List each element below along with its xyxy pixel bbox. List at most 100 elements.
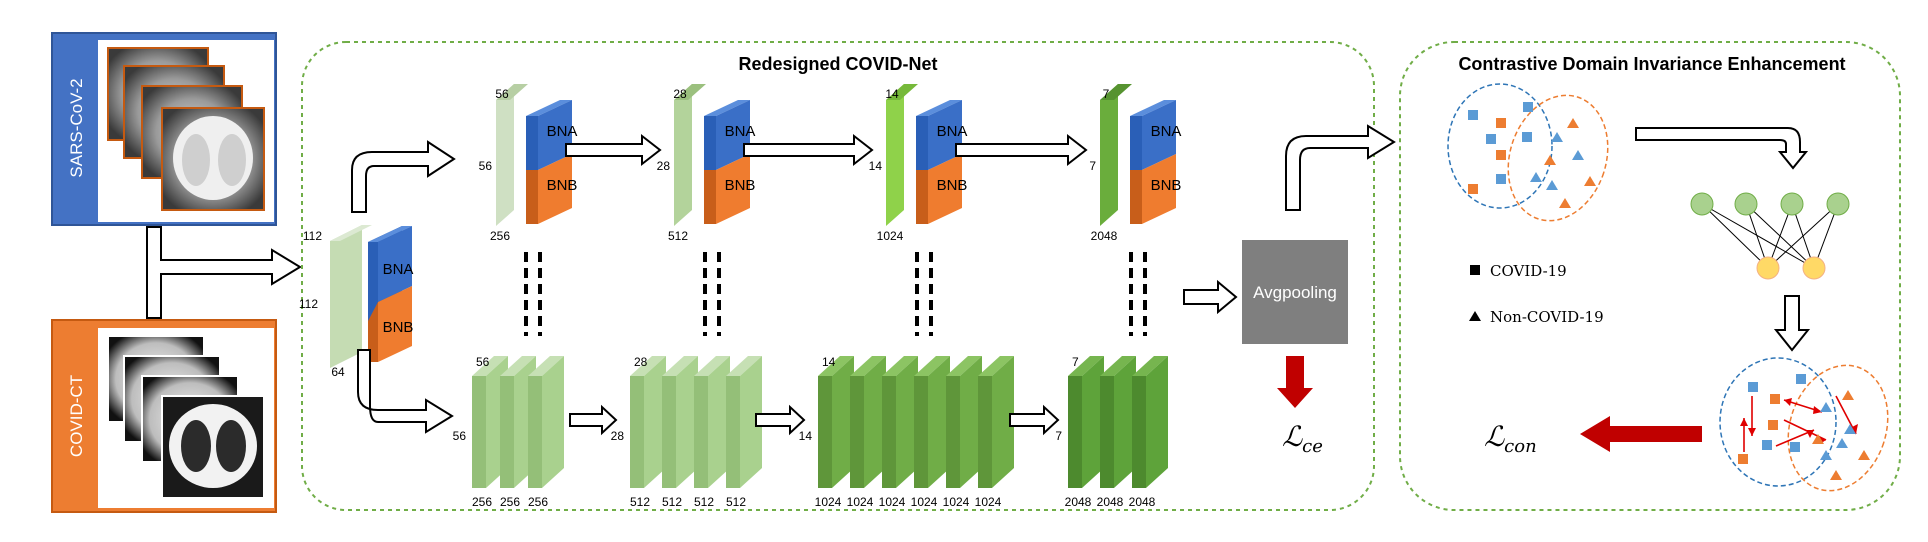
bnb-side — [526, 170, 538, 224]
bna-face — [538, 100, 572, 170]
conv-slab — [674, 84, 692, 226]
sars-cov-2-panel: SARS-CoV-2 — [51, 32, 277, 226]
bnb-side — [916, 170, 928, 224]
bna-label: BNA — [725, 123, 756, 140]
conv-block-face — [708, 356, 730, 488]
legend-covid: COVID-19 — [1490, 262, 1567, 280]
avgpool-block — [1242, 240, 1348, 344]
conv-block — [1068, 356, 1104, 488]
stage-c-label: 512 — [668, 229, 688, 243]
conv-block-side — [1068, 376, 1082, 488]
sars-cov-2-label: SARS-CoV-2 — [67, 78, 86, 177]
cdie-legend: COVID-19 Non-COVID-19 — [1469, 262, 1604, 326]
conv-block-side — [662, 376, 676, 488]
branch-separators — [524, 252, 1147, 336]
bnb-face — [538, 154, 572, 224]
bna-label: BNA — [547, 123, 578, 140]
channel-label: 1024 — [815, 495, 842, 509]
conv-block-side — [630, 376, 644, 488]
feature-clusters-initial — [1447, 83, 1609, 222]
conv-block-top — [528, 356, 564, 376]
stage-w-label: 28 — [657, 159, 671, 173]
conv-block — [978, 356, 1014, 488]
stage-h-label: 28 — [673, 87, 687, 101]
bnb-face — [1142, 154, 1176, 224]
bna-label: BNA — [1151, 123, 1182, 140]
loss-con: ℒcon — [1484, 420, 1537, 457]
conv-block-top — [1100, 356, 1136, 376]
conv-block — [528, 356, 564, 488]
cdie-title: Contrastive Domain Invariance Enhancemen… — [1458, 54, 1845, 74]
conv-block-face — [992, 356, 1014, 488]
bnb-face — [928, 154, 962, 224]
conv-block-face — [1146, 356, 1168, 488]
stage-c-label: 256 — [490, 229, 510, 243]
bn-top — [1130, 100, 1176, 116]
bnb-side — [704, 170, 716, 224]
conv-slab — [886, 84, 904, 226]
conv-slab-top — [886, 84, 918, 100]
stem-h-label: 112 — [303, 229, 322, 243]
stem-bna-label: BNA — [383, 261, 414, 278]
bnb-face — [716, 154, 750, 224]
to-avgpool-arrow — [1183, 279, 1238, 315]
conv-block-face — [740, 356, 762, 488]
conv-slab-top — [496, 84, 528, 100]
conv-block — [882, 356, 918, 488]
channel-label: 1024 — [879, 495, 906, 509]
stage-h-label: 56 — [495, 87, 509, 101]
conv-block-face — [832, 356, 854, 488]
channel-label: 512 — [726, 495, 746, 509]
stage-h-label: 56 — [476, 355, 490, 369]
conv-block-side — [1132, 376, 1146, 488]
cdie-down-arrow — [1773, 295, 1811, 352]
conv-block-face — [896, 356, 918, 488]
bn-top — [916, 100, 962, 116]
sars-ct-slices — [107, 47, 265, 211]
conv-block-face — [928, 356, 950, 488]
conv-block-face — [1114, 356, 1136, 488]
conv-block — [818, 356, 854, 488]
conv-block — [1100, 356, 1136, 488]
conv-block — [630, 356, 666, 488]
conv-block-face — [864, 356, 886, 488]
stage-c-label: 1024 — [877, 229, 904, 243]
top-stage-2: BNA BNB 28 28 512 — [657, 84, 756, 243]
channel-label: 1024 — [975, 495, 1002, 509]
covid-ct-panel: COVID-CT — [51, 319, 277, 513]
conv-block — [914, 356, 950, 488]
conv-block-top — [946, 356, 982, 376]
conv-block-side — [818, 376, 832, 488]
legend-triangle-icon — [1469, 311, 1481, 321]
conv-block-side — [914, 376, 928, 488]
top-stage-arrow-3 — [955, 133, 1088, 167]
stem-w-label: 112 — [299, 297, 318, 311]
conv-block-side — [528, 376, 542, 488]
conv-block — [726, 356, 762, 488]
conv-block-face — [960, 356, 982, 488]
top-stage-arrow-2 — [743, 133, 874, 167]
channel-label: 2048 — [1129, 495, 1156, 509]
covid-ct-label: COVID-CT — [67, 375, 86, 457]
bna-label: BNA — [937, 123, 968, 140]
stage-h-label: 28 — [634, 355, 648, 369]
cdie-right-arrow — [1635, 127, 1809, 170]
legend-noncovid: Non-COVID-19 — [1490, 308, 1604, 326]
stage-h-label: 14 — [885, 87, 899, 101]
bnb-label: BNB — [725, 177, 756, 194]
conv-block-side — [694, 376, 708, 488]
conv-block — [850, 356, 886, 488]
stage-h-label: 14 — [822, 355, 836, 369]
stem-bnb-label: BNB — [383, 319, 414, 336]
channel-label: 256 — [500, 495, 520, 509]
conv-block-top — [472, 356, 508, 376]
stage-h-label: 7 — [1072, 355, 1079, 369]
stem-block: BNA BNB 112 112 64 — [299, 225, 414, 379]
legend-square-icon — [1470, 265, 1480, 275]
input-merge-arrow — [146, 226, 302, 319]
